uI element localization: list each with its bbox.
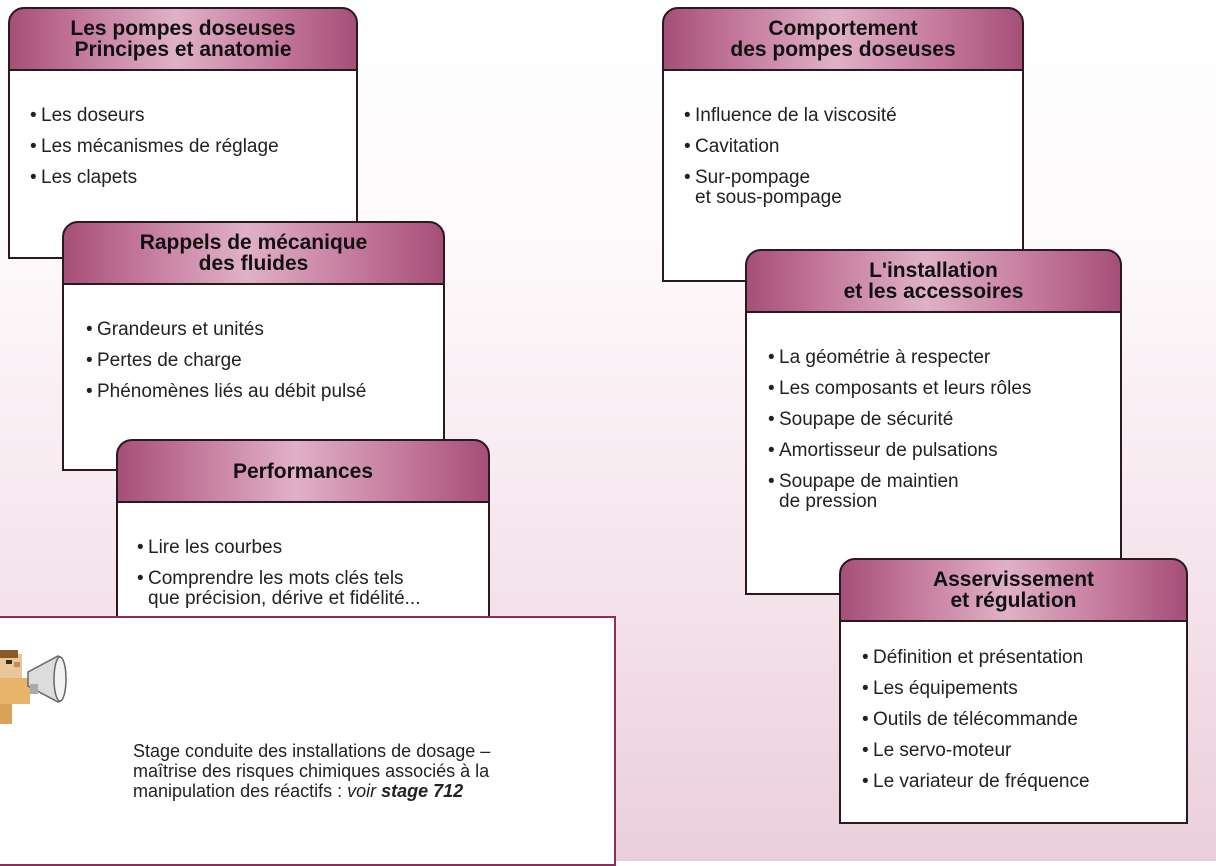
card-list: Définition et présentation Les équipemen… [862,648,1090,803]
list-item: Les doseurs [30,106,279,127]
note-line: manipulation des réactifs : voir stage 7… [133,781,573,801]
card-list: Les doseurs Les mécanismes de réglage Le… [30,106,279,199]
note-voir: voir [347,781,382,801]
card-pompes-doseuses: Les pompes doseuses Principes et anatomi… [8,7,358,259]
list-item-text: Sur-pompage [695,167,811,188]
card-header: Rappels de mécanique des fluides [62,221,445,285]
list-item: Soupape de maintien de pression [768,472,1031,512]
stage-link[interactable]: stage 712 [381,781,464,801]
list-item: Les mécanismes de réglage [30,137,279,158]
list-item: Le variateur de fréquence [862,772,1090,793]
card-title: Comportement [768,17,918,40]
card-list: Lire les courbes Comprendre les mots clé… [137,538,421,609]
card-title: Performances [232,459,374,483]
card-list: Influence de la viscosité Cavitation Sur… [684,106,897,208]
card-header: L'installation et les accessoires [745,249,1122,313]
list-item: Pertes de charge [86,351,366,372]
card-header: Les pompes doseuses Principes et anatomi… [8,7,358,71]
card-list: La géométrie à respecter Les composants … [768,348,1031,512]
list-item: Outils de télécommande [862,710,1090,731]
list-item: Amortisseur de pulsations [768,441,1031,462]
card-title: et les accessoires [843,280,1024,303]
card-title: Asservissement [932,568,1095,591]
note-line-prefix: manipulation des réactifs : [133,781,348,801]
list-item: Grandeurs et unités [86,320,366,341]
list-item: Cavitation [684,137,897,158]
card-header: Comportement des pompes doseuses [662,7,1024,71]
card-list: Grandeurs et unités Pertes de charge Phé… [86,320,366,413]
list-item: Le servo-moteur [862,741,1090,762]
card-performances: Performances Lire les courbes Comprendre… [116,439,490,636]
list-item-continuation: et sous-pompage [695,187,842,208]
card-header: Performances [116,439,490,503]
card-title: Rappels de mécanique [139,231,368,254]
card-header: Asservissement et régulation [839,558,1188,622]
list-item: La géométrie à respecter [768,348,1031,369]
list-item-continuation: de pression [779,491,878,512]
list-item: Sur-pompage et sous-pompage [684,168,897,208]
card-installation: L'installation et les accessoires La géo… [745,249,1122,595]
list-item: Définition et présentation [862,648,1090,669]
list-item: Lire les courbes [137,538,421,559]
list-item-text: Soupape de maintien [779,471,959,492]
note-text: Stage conduite des installations de dosa… [133,741,573,801]
note-line: Stage conduite des installations de dosa… [133,741,491,761]
list-item: Phénomènes liés au débit pulsé [86,382,366,403]
card-rappels-mecanique: Rappels de mécanique des fluides Grandeu… [62,221,445,471]
list-item: Influence de la viscosité [684,106,897,127]
list-item: Les clapets [30,168,279,189]
note-line: maîtrise des risques chimiques associés … [133,761,490,781]
list-item: Soupape de sécurité [768,410,1031,431]
list-item-text: Comprendre les mots clés tels [148,568,404,589]
card-title: des pompes doseuses [730,38,956,61]
card-title: et régulation [950,589,1077,612]
list-item: Les équipements [862,679,1090,700]
card-title: des fluides [198,252,309,275]
note-box: Stage conduite des installations de dosa… [0,616,616,866]
card-title: Principes et anatomie [74,38,292,61]
list-item: Les composants et leurs rôles [768,379,1031,400]
card-comportement: Comportement des pompes doseuses Influen… [662,7,1024,282]
list-item-continuation: que précision, dérive et fidélité... [148,588,421,609]
list-item: Comprendre les mots clés tels que précis… [137,569,421,609]
card-title: L'installation [869,259,998,282]
megaphone-person-icon [0,650,67,724]
card-title: Les pompes doseuses [70,17,296,40]
card-asservissement: Asservissement et régulation Définition … [839,558,1188,824]
